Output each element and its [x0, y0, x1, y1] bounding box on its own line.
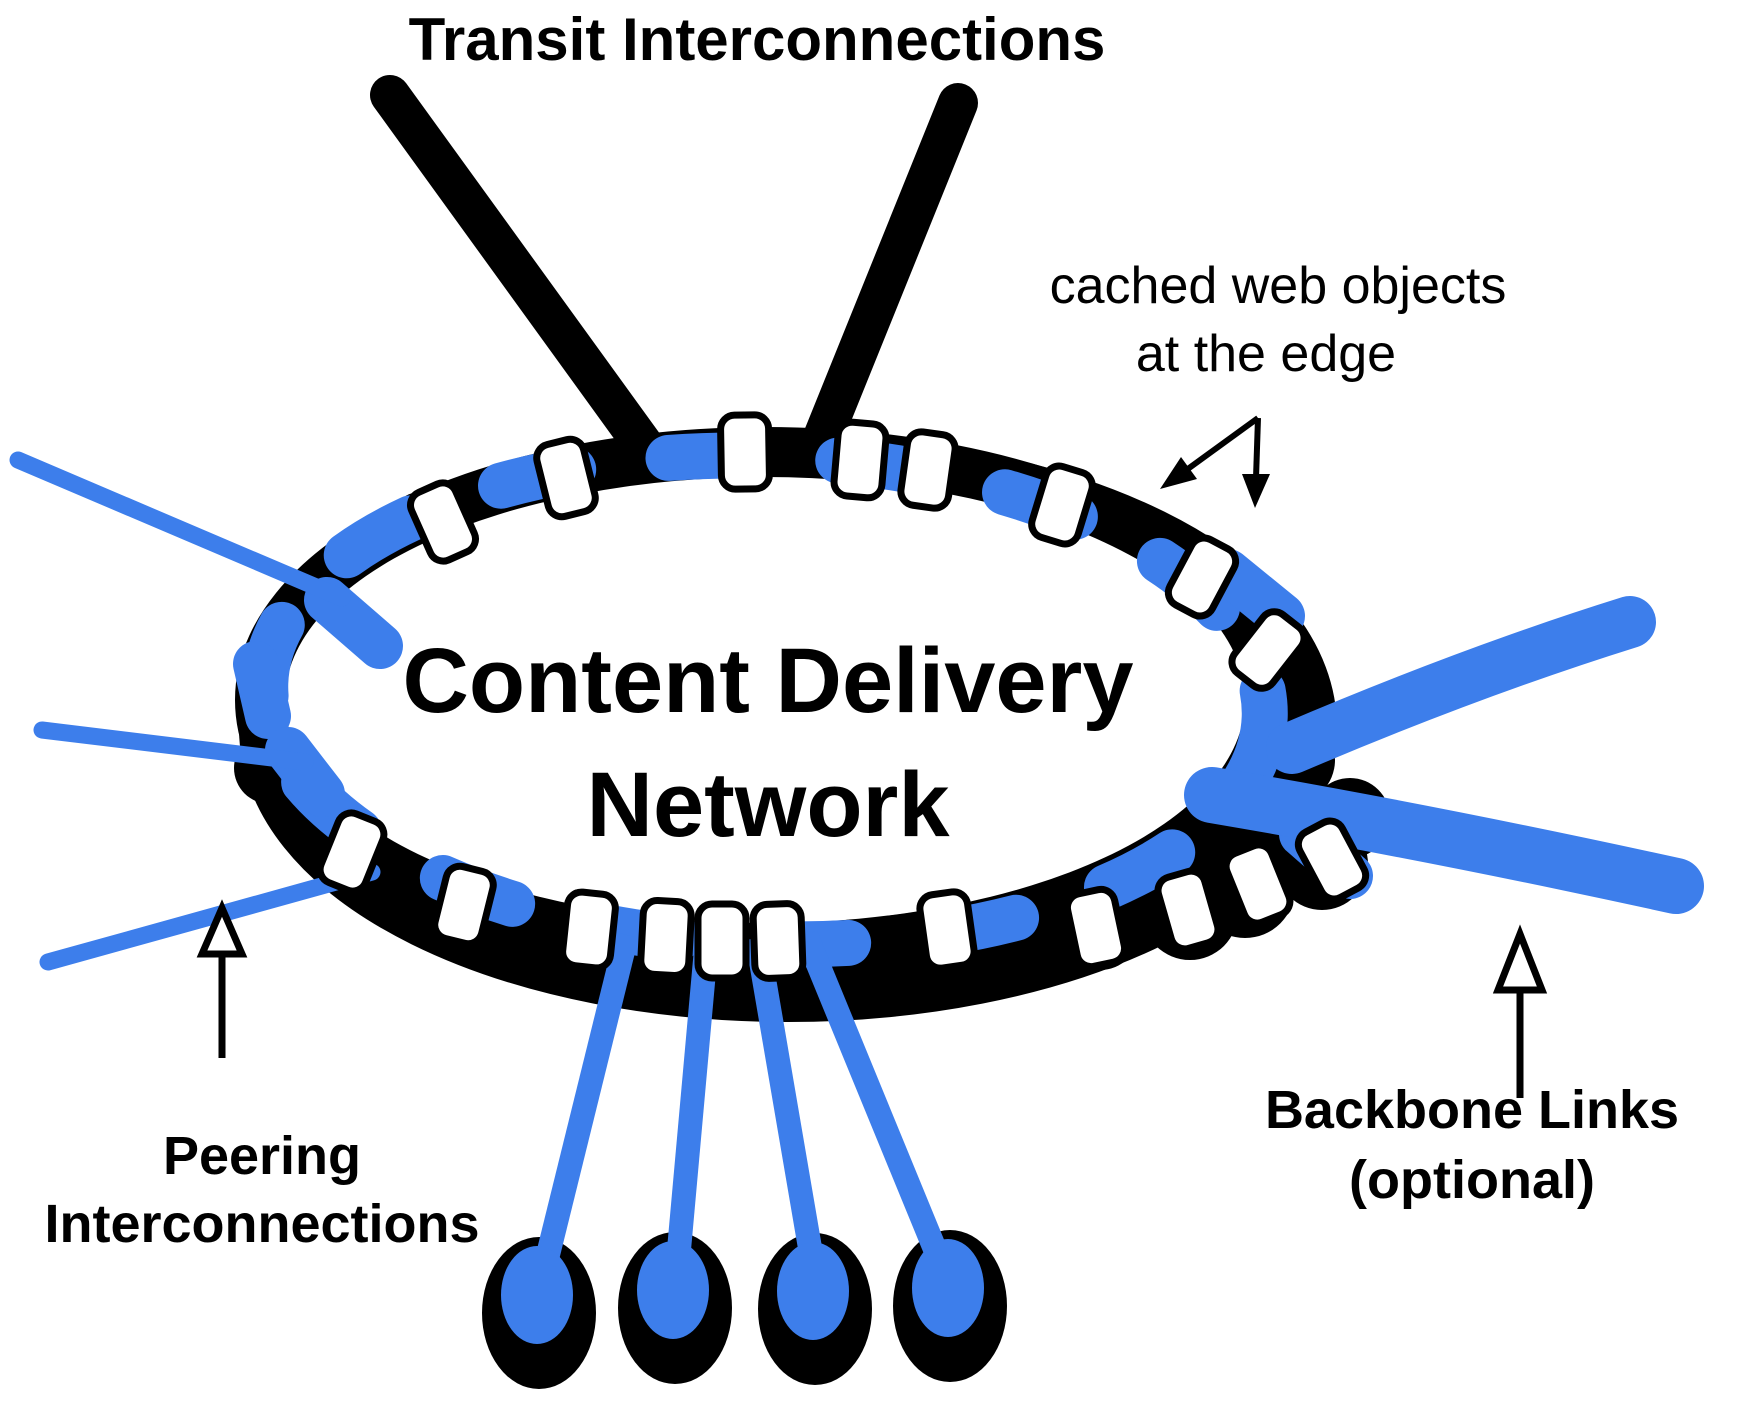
- origin-node: [637, 1241, 709, 1339]
- origin-node: [912, 1239, 984, 1337]
- cached-label-line1: cached web objects: [1050, 257, 1507, 315]
- cloud-interior: [285, 477, 1245, 923]
- cloud-title-line1: Content Delivery: [402, 630, 1133, 732]
- backbone-label-line1: Backbone Links: [1265, 1080, 1679, 1140]
- edge-server-box: [431, 862, 497, 948]
- edge-server-box: [1228, 608, 1308, 692]
- origin-nodes: [501, 1239, 984, 1344]
- edge-server-box: [316, 809, 388, 895]
- edge-server-box: [559, 888, 619, 972]
- edge-server-box: [897, 428, 959, 512]
- peering-link-1: [9, 451, 351, 607]
- cached-arrow-down-head: [1242, 474, 1270, 508]
- edge-server-box: [637, 897, 695, 979]
- edge-server-box: [1063, 885, 1129, 971]
- origin-node: [777, 1242, 849, 1340]
- edge-server-box: [407, 479, 479, 565]
- origin-link-4: [794, 930, 958, 1281]
- peering-label-line1: Peering: [163, 1126, 361, 1186]
- peering-label-line2: Interconnections: [44, 1194, 479, 1254]
- edge-server-box: [1164, 534, 1240, 620]
- origin-links: [529, 930, 958, 1286]
- backbone-link-upper: [1266, 596, 1656, 774]
- origin-link-3: [745, 935, 828, 1286]
- edge-server-box: [1294, 817, 1370, 903]
- transit-links: [370, 75, 978, 488]
- edge-server-box: [694, 900, 750, 982]
- transit-link-left: [370, 75, 680, 488]
- cached-label-line2: at the edge: [1136, 325, 1396, 383]
- backbone-arrow: [1492, 924, 1548, 1098]
- peering-link-2: [33, 721, 314, 771]
- backbone-link-lower: [1184, 767, 1704, 914]
- labels: Transit Interconnections cached web obje…: [44, 6, 1679, 1254]
- transit-link-right: [793, 83, 978, 482]
- edge-server-box: [1222, 841, 1294, 927]
- cached-arrow-left-shaft: [1183, 415, 1260, 474]
- backbone-arrow-head: [1492, 924, 1548, 994]
- backbone-links: [1184, 596, 1704, 914]
- edge-server-box: [1028, 462, 1096, 548]
- transit-label: Transit Interconnections: [409, 6, 1106, 73]
- edge-server-box: [916, 888, 978, 972]
- origin-link-2: [664, 936, 719, 1285]
- edge-server-box: [830, 418, 890, 502]
- edge-server-box: [717, 411, 773, 493]
- edge-server-box: [1154, 867, 1222, 953]
- origin-link-1: [529, 932, 639, 1286]
- cache-dash: [233, 641, 291, 739]
- cloud-title-line2: Network: [587, 754, 951, 856]
- annotation-arrows: [196, 415, 1548, 1098]
- edge-servers: [316, 411, 1370, 982]
- cache-dash: [304, 577, 403, 669]
- edge-server-box: [533, 435, 599, 521]
- peering-arrow-head: [196, 899, 248, 958]
- cached-callout-arrows: [1160, 415, 1270, 508]
- origin-node: [501, 1246, 573, 1344]
- peering-arrow: [196, 899, 248, 1058]
- backbone-label-line2: (optional): [1349, 1150, 1595, 1210]
- edge-server-box: [749, 900, 807, 982]
- cached-arrow-left-head: [1160, 457, 1197, 489]
- cached-arrow-down-shaft: [1253, 417, 1261, 479]
